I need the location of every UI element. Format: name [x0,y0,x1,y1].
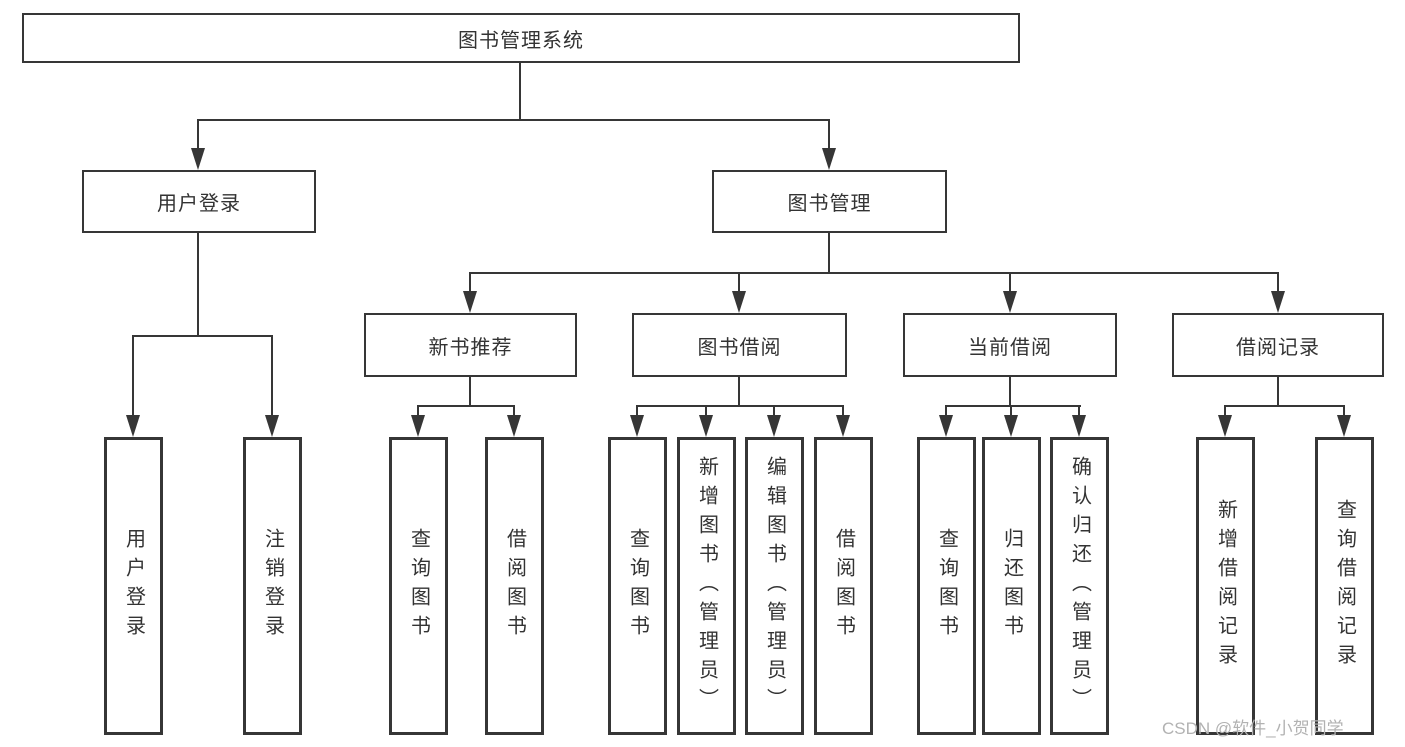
connector-stem [738,377,740,405]
node-query-books-current: 查询图书 [917,437,976,735]
connector-stem [469,377,471,405]
arrow-down-icon [463,291,477,313]
arrow-down-icon [1337,415,1351,437]
node-label: 查询图书 [935,528,958,644]
connector-stem [738,272,740,291]
arrow-down-icon [836,415,850,437]
connector-stem [197,233,199,335]
arrow-down-icon [507,415,521,437]
node-add-book-admin: 新增图书（管理员） [677,437,736,735]
connector-stem [1010,405,1012,415]
connector-stem [1343,405,1345,415]
node-query-borrow-record: 查询借阅记录 [1315,437,1374,735]
connector-stem [773,405,775,415]
connector-stem [945,405,947,415]
connector-stem [271,335,273,415]
connector-stem [1277,377,1279,405]
arrow-down-icon [630,415,644,437]
node-label: 用户登录 [157,193,241,215]
connector-root-stem [519,63,521,119]
connector-stem [1009,377,1011,405]
connector-stem [1009,272,1011,291]
node-label: 查询图书 [407,528,430,644]
node-book-borrowing: 图书借阅 [632,313,847,377]
connector-level2-bus [197,119,830,121]
connector-stem [1277,272,1279,291]
node-user-login: 用户登录 [82,170,316,233]
connector-bar [945,405,1081,407]
connector-stem [513,405,515,415]
node-label: 查询借阅记录 [1333,499,1356,673]
node-label: 归还图书 [1000,528,1023,644]
arrow-down-icon [1271,291,1285,313]
arrow-down-icon [939,415,953,437]
arrow-down-icon [767,415,781,437]
node-label: 用户登录 [122,528,145,644]
connector-stem [828,233,830,272]
arrow-down-icon [265,415,279,437]
node-label: 借阅图书 [832,528,855,644]
arrow-down-icon [822,148,836,170]
node-query-books-borrowing: 查询图书 [608,437,667,735]
connector-stem [417,405,419,415]
arrow-down-icon [1004,415,1018,437]
connector-stem [469,272,471,291]
node-label: 查询图书 [626,528,649,644]
connector-stem [842,405,844,415]
connector-bar [636,405,844,407]
node-label: 图书管理系统 [458,29,584,52]
arrow-down-icon [1072,415,1086,437]
node-logout: 注销登录 [243,437,302,735]
connector-stem [636,405,638,415]
arrow-down-icon [126,415,140,437]
node-current-borrowing: 当前借阅 [903,313,1117,377]
connector-bar [1224,405,1345,407]
node-library-management-system: 图书管理系统 [22,13,1020,63]
node-label: 新增图书（管理员） [695,455,718,717]
node-label: 编辑图书（管理员） [763,455,786,717]
node-book-management: 图书管理 [712,170,947,233]
node-label: 新增借阅记录 [1214,499,1237,673]
arrow-down-icon [1003,291,1017,313]
connector-level3-bus [469,272,1279,274]
watermark: CSDN @软件_小贺同学 [1162,719,1344,738]
node-add-borrow-record: 新增借阅记录 [1196,437,1255,735]
connector-stem [197,119,199,148]
node-user-login-leaf: 用户登录 [104,437,163,735]
node-label: 借阅图书 [503,528,526,644]
arrow-down-icon [732,291,746,313]
arrow-down-icon [699,415,713,437]
connector-stem [828,119,830,148]
node-borrow-books: 借阅图书 [814,437,873,735]
connector-bar [417,405,515,407]
connector-stem [1078,405,1080,415]
node-label: 图书借阅 [697,336,782,359]
connector-bar [132,335,273,337]
connector-stem [1224,405,1226,415]
node-return-books: 归还图书 [982,437,1041,735]
arrow-down-icon [1218,415,1232,437]
node-edit-book-admin: 编辑图书（管理员） [745,437,804,735]
node-label: 当前借阅 [968,336,1052,359]
node-label: 注销登录 [261,528,284,644]
arrow-down-icon [191,148,205,170]
node-label: 新书推荐 [428,336,513,359]
node-borrowing-records: 借阅记录 [1172,313,1384,377]
node-new-book-recommendation: 新书推荐 [364,313,577,377]
node-label: 图书管理 [787,193,872,215]
connector-stem [705,405,707,415]
connector-stem [132,335,134,415]
node-query-books-recommend: 查询图书 [389,437,448,735]
node-borrow-books-recommend: 借阅图书 [485,437,544,735]
node-label: 确认归还（管理员） [1068,455,1091,717]
node-confirm-return-admin: 确认归还（管理员） [1050,437,1109,735]
arrow-down-icon [411,415,425,437]
node-label: 借阅记录 [1236,336,1320,359]
